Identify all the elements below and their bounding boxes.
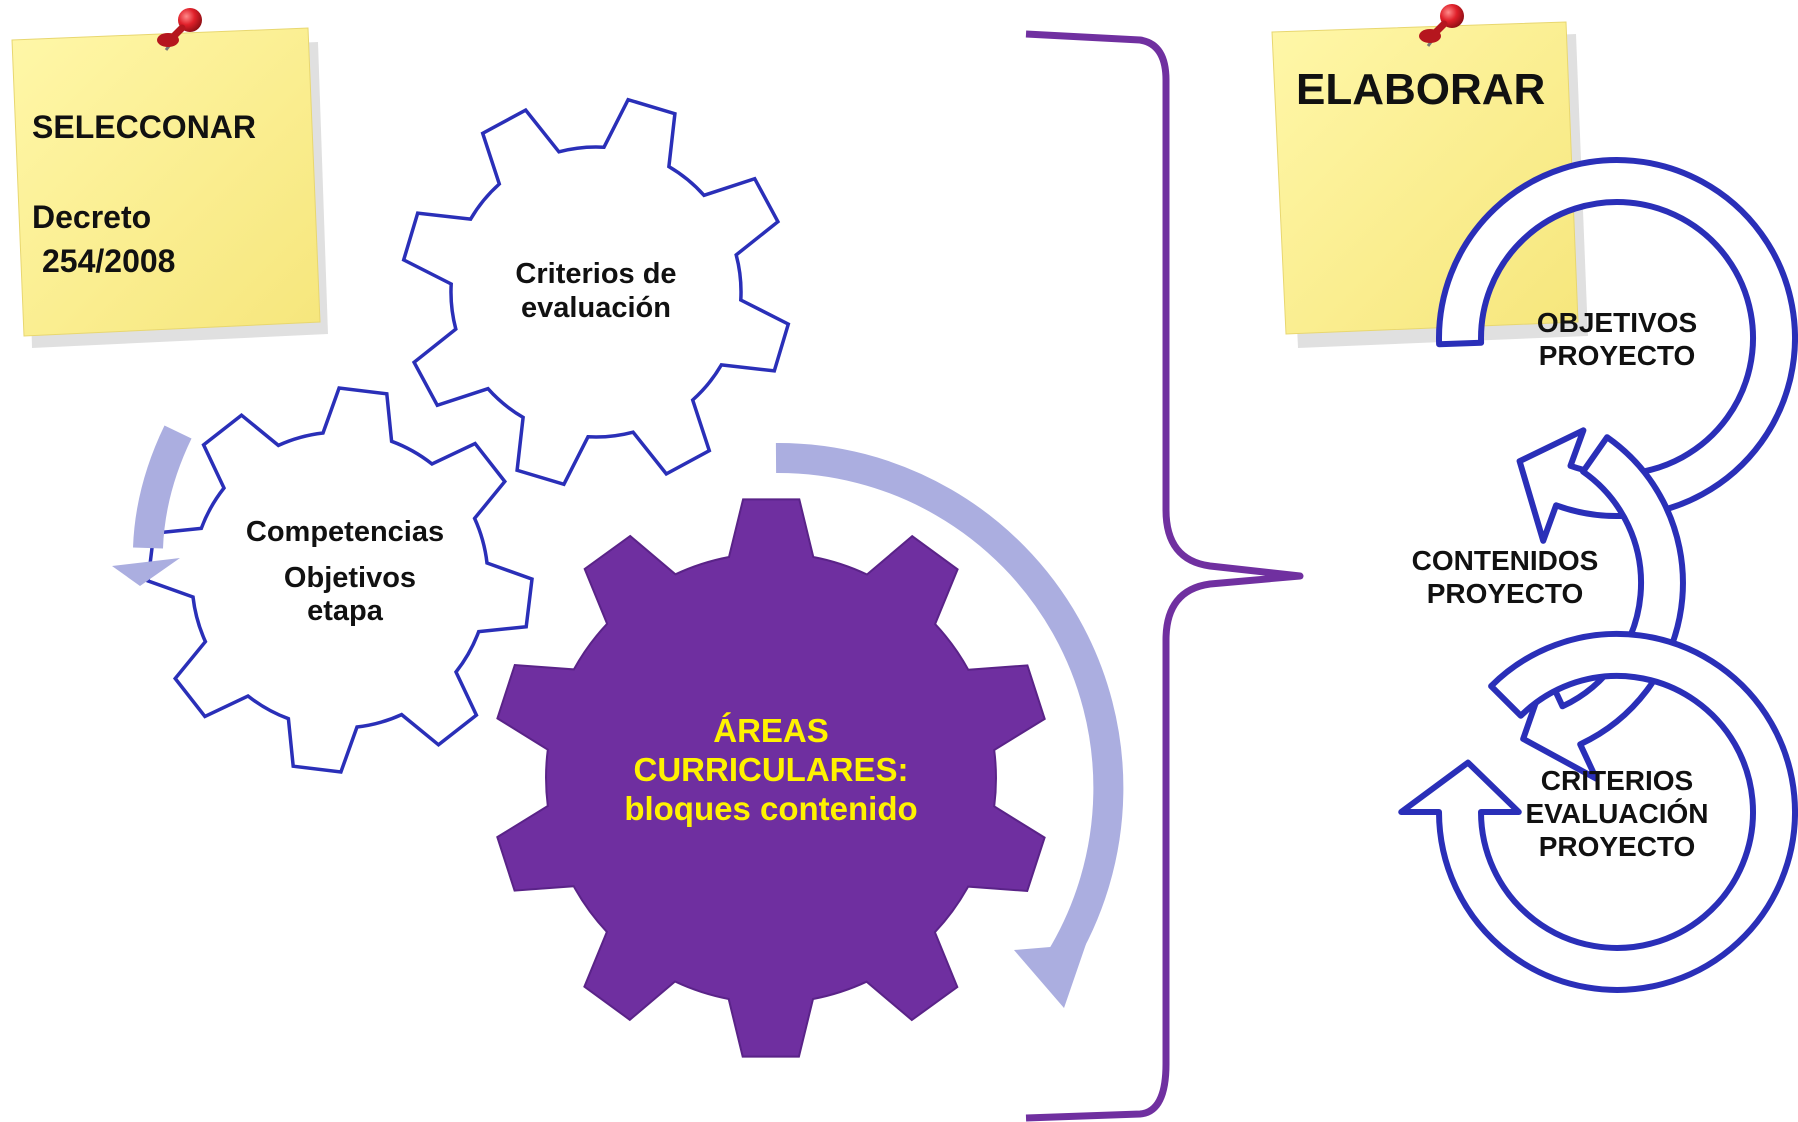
cycle-objetivos-line2: PROYECTO — [1539, 340, 1696, 371]
note-left-line2: 254/2008 — [42, 243, 175, 279]
gear-areas-curriculares: ÁREAS CURRICULARES: bloques contenido — [496, 498, 1046, 1058]
note-left-title: SELECCONAR — [32, 109, 256, 145]
gear-areas-line3: bloques contenido — [624, 790, 917, 827]
gear-areas-line2: CURRICULARES: — [634, 751, 909, 788]
cycle-criterios-line1: CRITERIOS — [1541, 765, 1693, 796]
pushpin-icon — [1419, 4, 1464, 47]
curly-brace — [1025, 30, 1304, 1122]
note-left-line1: Decreto — [32, 199, 151, 235]
sticky-note-left: SELECCONAR Decreto 254/2008 — [11, 8, 328, 348]
cycle-contenidos-line1: CONTENIDOS — [1412, 545, 1599, 576]
cycle-arrow-criterios: CRITERIOS EVALUACIÓN PROYECTO — [1398, 630, 1798, 993]
gear-competencias-objetivos: Competencias Objetivos etapa — [146, 386, 534, 774]
rotation-arrow-left — [112, 425, 192, 586]
gear-criterios-line1: Criterios de — [515, 258, 676, 290]
rotation-arrow-right — [775, 442, 1124, 1008]
gear-areas-shape — [496, 498, 1046, 1058]
gear-criterios-line2: evaluación — [521, 292, 671, 324]
gear-competencias-line1: Competencias — [246, 516, 444, 548]
cycle-arrow-contenidos: CONTENIDOS PROYECTO — [1412, 434, 1686, 782]
cycle-criterios-line3: PROYECTO — [1539, 831, 1696, 862]
gear-competencias-line3: etapa — [307, 595, 384, 627]
cycle-arrow-objetivos: OBJETIVOS PROYECTO — [1436, 157, 1798, 544]
cycle-contenidos-line2: PROYECTO — [1427, 578, 1584, 609]
note-right-title: ELABORAR — [1296, 65, 1545, 114]
gear-competencias-shape — [146, 386, 534, 774]
cycle-objetivos-line1: OBJETIVOS — [1537, 307, 1697, 338]
gear-criterios-shape — [401, 97, 791, 487]
pushpin-icon — [157, 8, 202, 51]
gear-competencias-line2: Objetivos — [284, 562, 416, 594]
cycle-criterios-line2: EVALUACIÓN — [1525, 798, 1708, 829]
gear-criterios-evaluacion: Criterios de evaluación — [401, 97, 791, 487]
gear-areas-line1: ÁREAS — [713, 712, 829, 749]
